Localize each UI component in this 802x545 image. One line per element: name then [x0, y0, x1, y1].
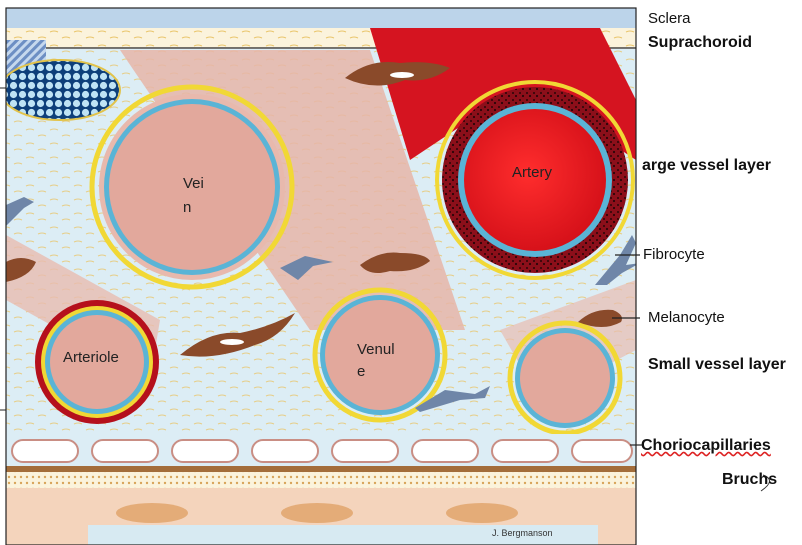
vein	[89, 84, 295, 290]
artery-label: Artery	[512, 164, 553, 181]
label-fibrocyte: Fibrocyte	[643, 246, 705, 263]
credit: J. Bergmanson	[492, 528, 553, 538]
nerve-bundle	[6, 59, 121, 121]
fibrocyte-1	[6, 197, 34, 226]
melanocyte-5	[6, 258, 36, 282]
label-large-vessel-layer: arge vessel layer	[642, 157, 771, 174]
arteriole	[35, 300, 159, 424]
label-sclera: Sclera	[648, 10, 691, 27]
choriocapillaries	[11, 439, 633, 463]
label-suprachoroid: Suprachoroid	[648, 34, 753, 51]
artery	[435, 80, 635, 280]
arteriole-label: Arteriole	[63, 349, 119, 366]
melanocyte-3	[180, 313, 295, 357]
small-vessel	[507, 320, 623, 436]
venule	[312, 287, 448, 423]
melanocyte-4	[578, 309, 622, 327]
label-melanocyte: Melanocyte	[648, 309, 725, 326]
label-small-vessel-layer: Small vessel layer	[648, 356, 786, 373]
label-choriocapillaries: Choriocapillaries	[641, 437, 771, 454]
label-bruchs: Bruchs	[722, 471, 778, 488]
vein-label-2: n	[183, 199, 191, 216]
fibrocyte-4	[595, 235, 636, 285]
fibrocyte-3	[415, 386, 490, 412]
venule-label-2: e	[357, 363, 365, 380]
melanocyte-2	[360, 252, 430, 273]
venule-label-1: Venul	[357, 341, 395, 358]
sclera-band	[6, 8, 636, 28]
fibrocyte-2	[280, 256, 333, 280]
vein-label-1: Vei	[183, 175, 204, 192]
